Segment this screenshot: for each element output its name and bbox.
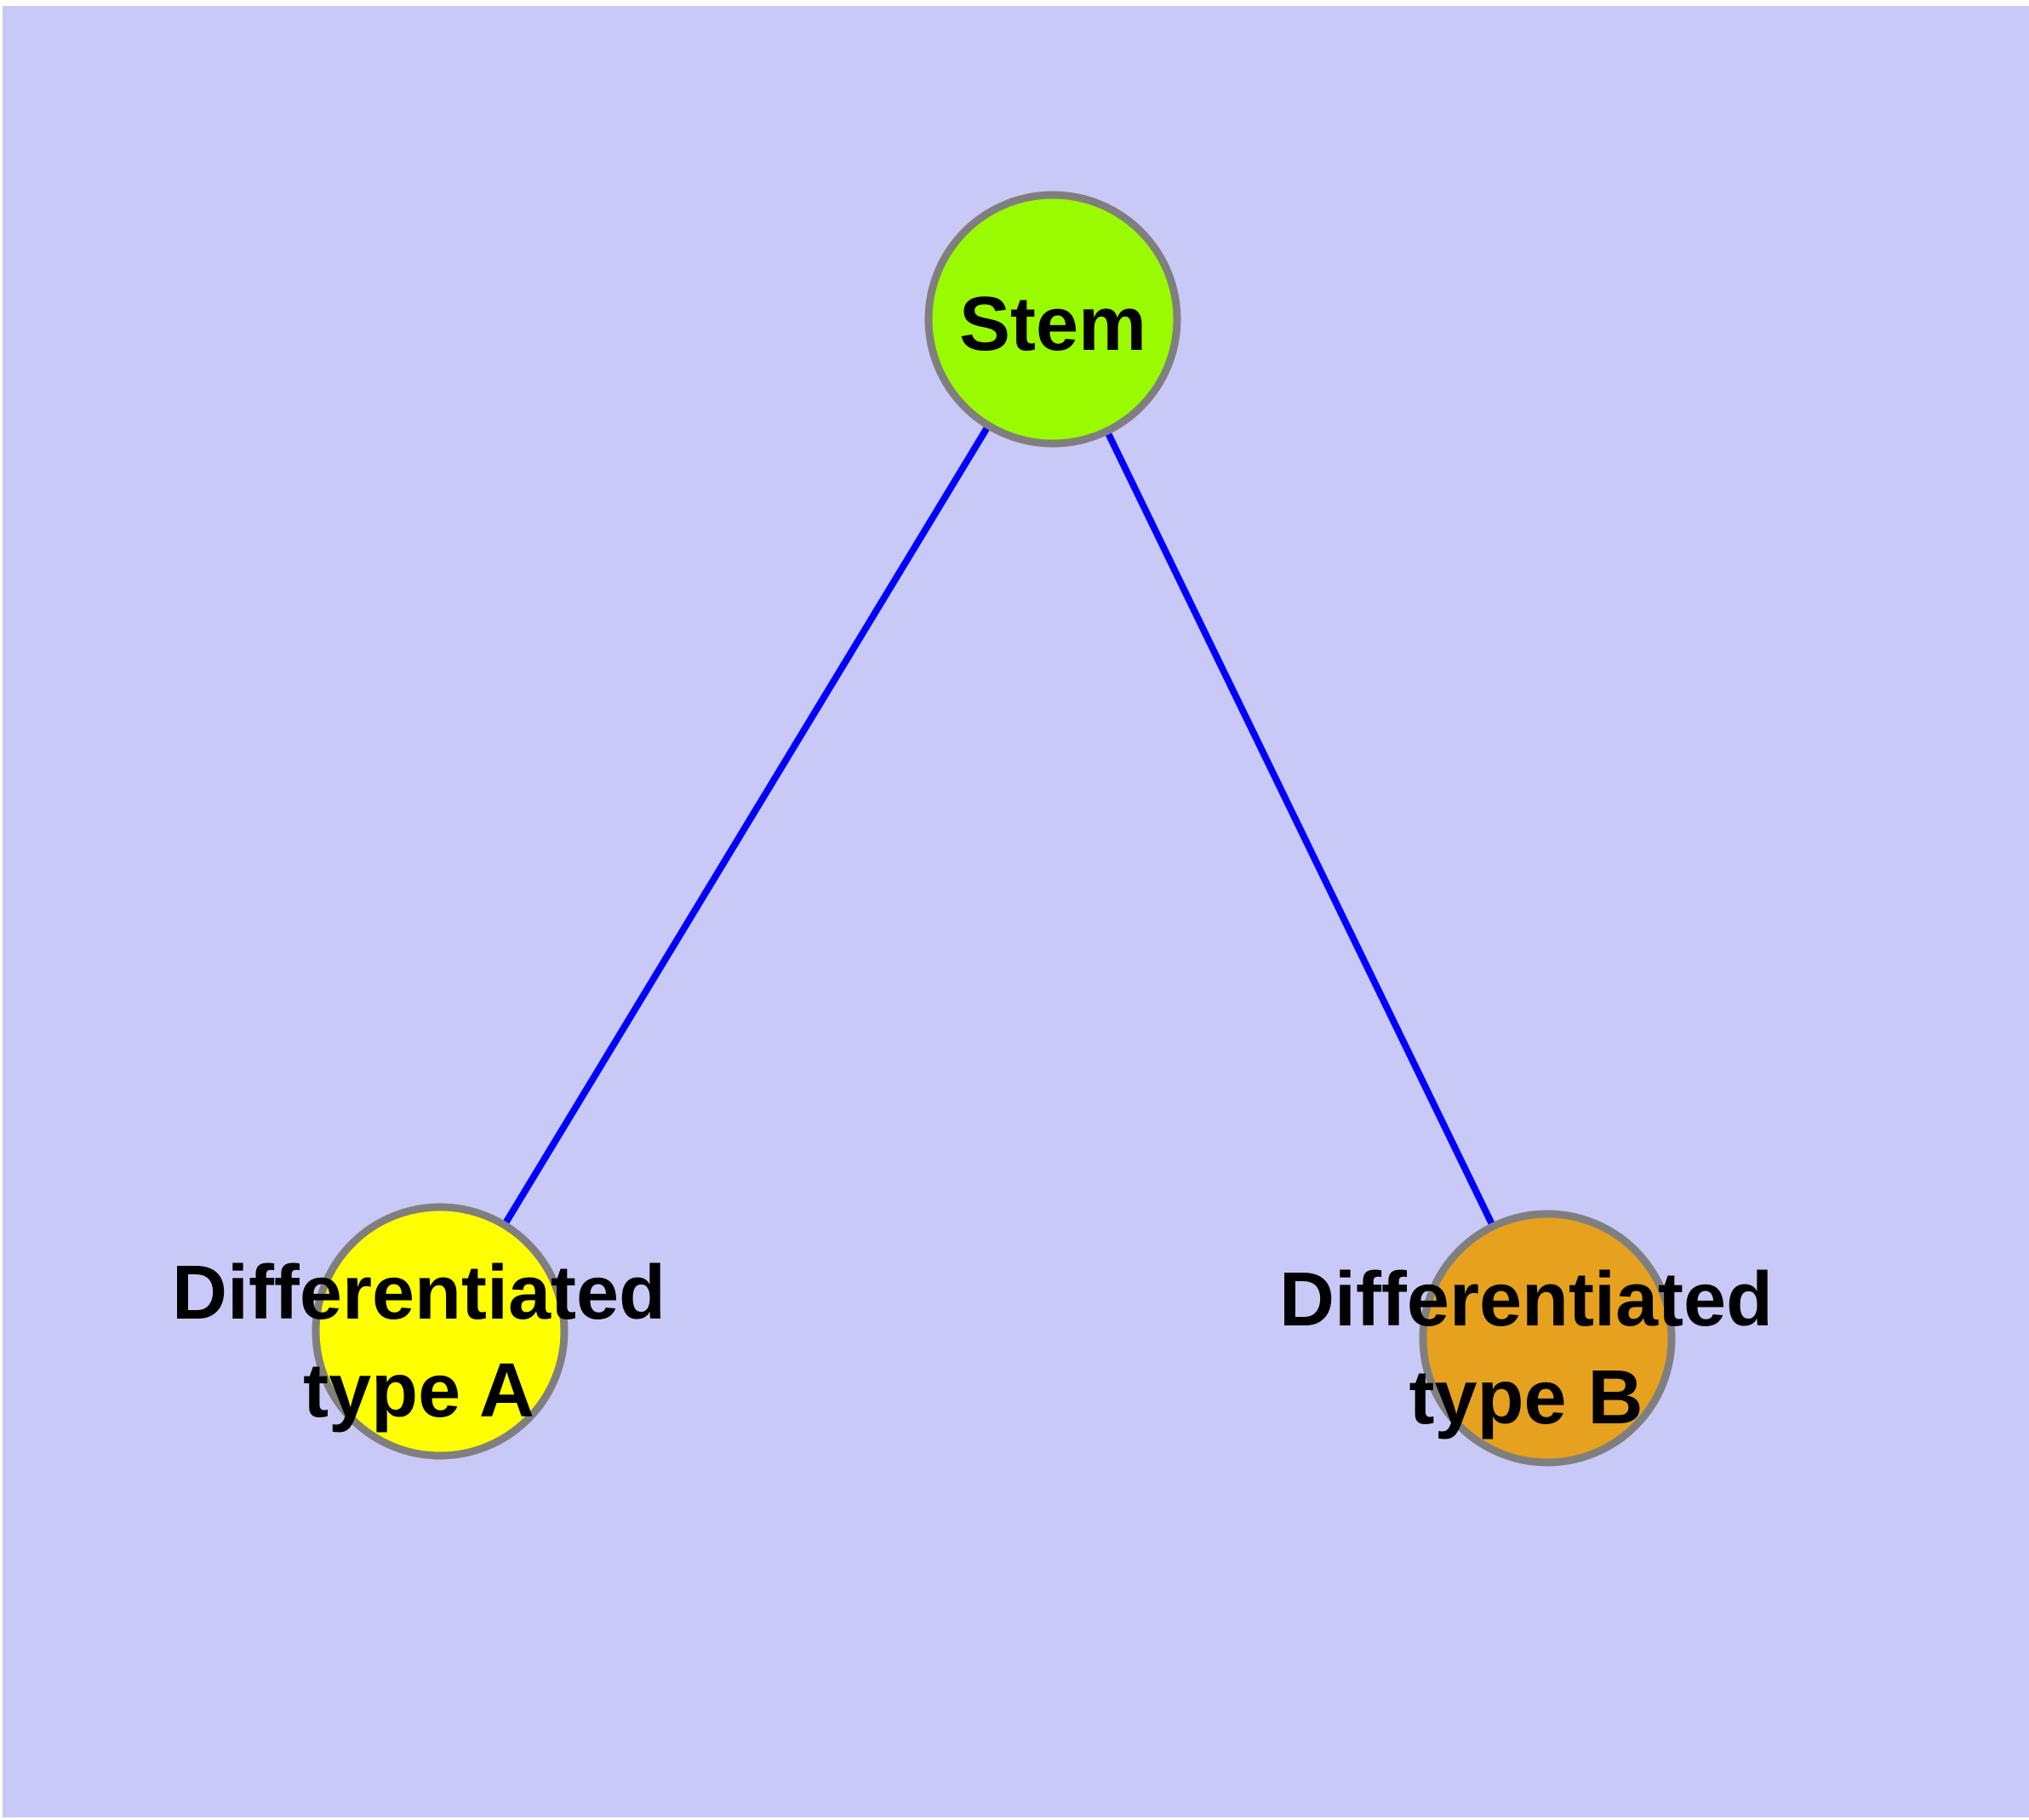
node-type-a-label-line1: Differentiated bbox=[172, 1251, 666, 1336]
node-type-b-label-line1: Differentiated bbox=[1279, 1257, 1773, 1342]
node-type-a-label-line2: type A bbox=[303, 1348, 534, 1434]
edge-group bbox=[437, 317, 1551, 1340]
node-stem: Stem bbox=[924, 191, 1181, 448]
node-type-a-circle bbox=[311, 1203, 569, 1460]
node-differentiated-type-a: Differentiated type A bbox=[172, 1203, 666, 1460]
node-type-b-circle bbox=[1419, 1210, 1676, 1467]
edge-stem-to-type-a bbox=[437, 317, 1056, 1334]
node-differentiated-type-b: Differentiated type B bbox=[1279, 1210, 1773, 1467]
edge-stem-to-type-b bbox=[1049, 318, 1551, 1340]
node-group: Stem Differentiated type A Differentiate… bbox=[172, 191, 1773, 1467]
node-stem-label: Stem bbox=[959, 282, 1146, 367]
node-type-b-label-line2: type B bbox=[1409, 1355, 1643, 1440]
node-stem-circle bbox=[924, 191, 1181, 448]
